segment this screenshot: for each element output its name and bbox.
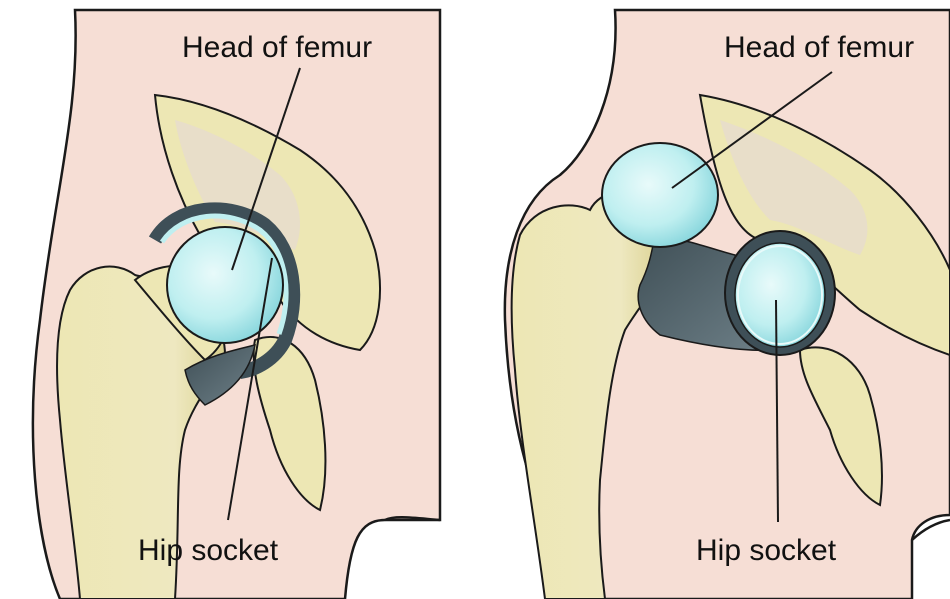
- label-hip-socket: Hip socket: [138, 534, 279, 567]
- label-head-of-femur: Head of femur: [182, 31, 372, 64]
- panel-dislocated-hip: Head of femur Hip socket: [505, 10, 950, 599]
- femoral-head: [602, 143, 718, 247]
- hip-socket-inner: [735, 243, 825, 347]
- label-head-of-femur: Head of femur: [724, 31, 914, 64]
- femoral-head: [167, 227, 283, 343]
- label-hip-socket: Hip socket: [696, 534, 837, 567]
- panel-normal-hip: Head of femur Hip socket: [33, 10, 440, 599]
